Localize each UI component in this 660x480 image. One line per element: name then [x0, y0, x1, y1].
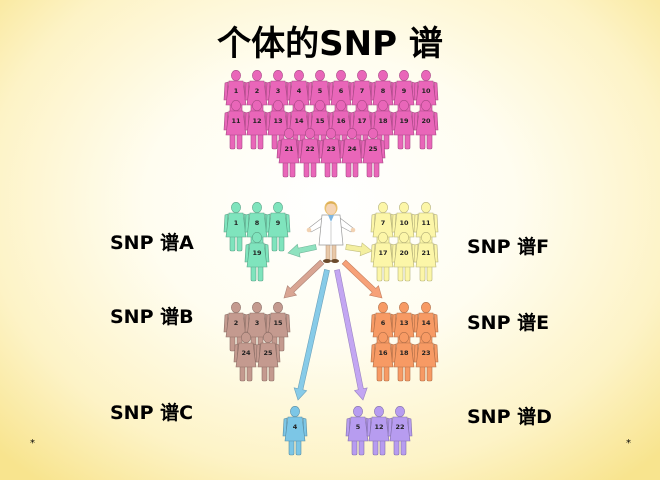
- all-individual-20: 20: [413, 100, 439, 150]
- individual-number: 20: [399, 249, 409, 257]
- individual-number: 22: [305, 145, 314, 153]
- group-b-individual-15: 15: [265, 301, 291, 352]
- individual-number: 20: [421, 117, 431, 125]
- individual-number: 24: [241, 349, 251, 357]
- all-individual-10: 10: [413, 70, 439, 120]
- group-f-individual-20: 20: [391, 232, 417, 282]
- all-individual-12: 12: [244, 100, 270, 150]
- group-c-label: SNP 谱C: [110, 402, 194, 424]
- individual-number: 21: [284, 145, 294, 153]
- individual-number: 9: [276, 219, 281, 227]
- individual-number: 24: [347, 145, 357, 153]
- individual-number: 23: [326, 145, 335, 153]
- arrow-to-group-f: [345, 242, 373, 257]
- individual-number: 5: [356, 423, 361, 431]
- arrow-to-group-b: [283, 259, 325, 299]
- individual-number: 3: [276, 87, 281, 95]
- group-d-individual-22: 22: [387, 405, 413, 456]
- doctor-icon: [306, 201, 356, 263]
- individual-number: 16: [336, 117, 346, 125]
- individual-number: 1: [234, 219, 239, 227]
- group-c-individual-4: 4: [282, 405, 308, 456]
- individual-number: 8: [255, 219, 260, 227]
- individual-number: 25: [368, 145, 378, 153]
- group-f-individual-17: 17: [370, 232, 396, 282]
- individual-number: 9: [402, 87, 407, 95]
- all-individual-24: 24: [339, 128, 365, 178]
- group-d-individual-5: 5: [345, 405, 371, 456]
- individual-number: 15: [273, 319, 283, 327]
- individual-number: 15: [315, 117, 325, 125]
- individual-number: 17: [357, 117, 366, 125]
- group-e-label: SNP 谱E: [467, 312, 550, 334]
- all-individual-25: 25: [360, 128, 386, 178]
- all-individual-22: 22: [297, 128, 323, 178]
- individual-number: 4: [297, 87, 302, 95]
- footer-mark-left: *: [30, 438, 35, 449]
- individual-number: 25: [263, 349, 273, 357]
- arrow-to-group-c: [293, 269, 330, 401]
- arrow-to-group-a: [287, 243, 317, 258]
- individual-number: 23: [421, 349, 430, 357]
- footer-mark-right: *: [626, 438, 631, 449]
- group-e-individual-13: 13: [391, 301, 417, 352]
- slide-title: 个体的SNP 谱: [217, 24, 443, 64]
- group-b-individual-24: 24: [233, 331, 259, 382]
- individual-number: 8: [381, 87, 386, 95]
- individual-number: 11: [231, 117, 241, 125]
- individual-number: 3: [255, 319, 260, 327]
- individual-number: 13: [399, 319, 408, 327]
- individual-number: 18: [378, 117, 388, 125]
- group-b-individual-25: 25: [255, 331, 281, 382]
- group-e-individual-23: 23: [413, 331, 439, 382]
- group-a-individual-19: 19: [244, 232, 270, 282]
- individual-number: 10: [421, 87, 431, 95]
- all-individual-11: 11: [223, 100, 249, 150]
- group-d-individual-12: 12: [366, 405, 392, 456]
- individual-number: 7: [381, 219, 386, 227]
- individual-number: 21: [421, 249, 431, 257]
- individual-number: 1: [234, 87, 239, 95]
- individual-number: 12: [374, 423, 383, 431]
- group-a-label: SNP 谱A: [110, 232, 194, 254]
- individual-number: 6: [381, 319, 386, 327]
- group-e-individual-16: 16: [370, 331, 396, 382]
- arrow-to-group-e: [341, 259, 383, 299]
- group-a-individual-1: 1: [223, 202, 249, 252]
- individual-number: 17: [378, 249, 387, 257]
- individual-number: 12: [252, 117, 261, 125]
- arrow-to-group-d: [334, 269, 368, 401]
- all-individual-19: 19: [391, 100, 417, 150]
- individual-number: 2: [234, 319, 239, 327]
- individual-number: 22: [395, 423, 404, 431]
- group-b-label: SNP 谱B: [110, 306, 194, 328]
- individual-number: 7: [360, 87, 365, 95]
- group-e-individual-18: 18: [391, 331, 417, 382]
- individual-number: 13: [273, 117, 282, 125]
- group-f-individual-21: 21: [413, 232, 439, 282]
- individual-number: 14: [294, 117, 304, 125]
- group-a-individual-9: 9: [265, 202, 291, 252]
- individual-number: 14: [421, 319, 431, 327]
- individual-number: 19: [399, 117, 409, 125]
- individual-number: 6: [339, 87, 344, 95]
- individual-number: 4: [293, 423, 298, 431]
- individual-number: 10: [399, 219, 409, 227]
- individual-number: 11: [421, 219, 431, 227]
- individual-number: 18: [399, 349, 409, 357]
- group-f-label: SNP 谱F: [467, 236, 550, 258]
- group-d-label: SNP 谱D: [467, 406, 552, 428]
- individual-number: 16: [378, 349, 388, 357]
- individual-number: 2: [255, 87, 260, 95]
- individual-number: 5: [318, 87, 323, 95]
- individual-number: 19: [252, 249, 262, 257]
